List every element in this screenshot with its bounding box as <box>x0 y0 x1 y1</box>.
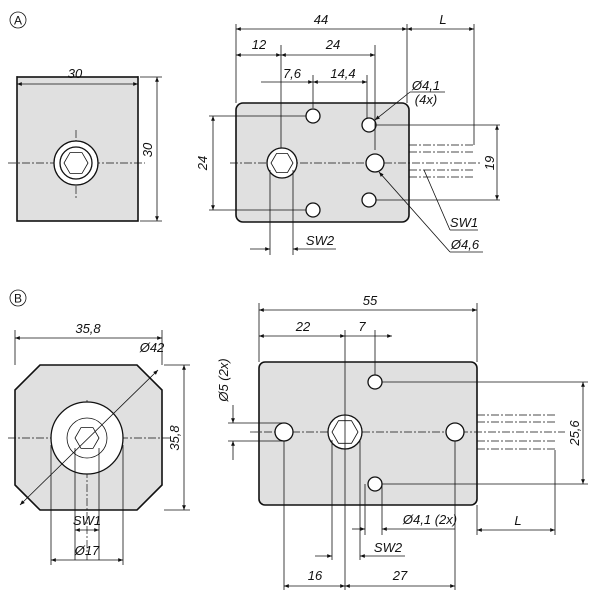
svg-text:B: B <box>14 292 22 306</box>
svg-text:A: A <box>14 14 22 28</box>
variant-a-label: A <box>9 11 27 29</box>
dim-22: 22 <box>295 319 311 334</box>
dim-35-8-height: 35,8 <box>167 425 182 451</box>
bore-dia-4-6: Ø4,6 <box>450 237 480 252</box>
variant-b-side-view: 55 22 7 Ø5 (2x) 25,6 Ø4,1 (2x) L SW2 16 … <box>216 293 588 590</box>
dim-27: 27 <box>392 568 408 583</box>
variant-b-label: B <box>9 289 27 307</box>
dim-diagonal-42: Ø42 <box>139 340 165 355</box>
dim-19: 19 <box>482 156 497 170</box>
label-sw1: SW1 <box>73 513 101 528</box>
hex-socket-icon <box>331 420 359 444</box>
hole-dia-4-1: Ø4,1 <box>411 78 440 93</box>
dim-width: 30 <box>68 66 83 81</box>
hole-dia-4-1-2x: Ø4,1 (2x) <box>402 512 457 527</box>
label-sw1: SW1 <box>450 215 478 230</box>
variant-b-front-view: 35,8 35,8 Ø42 SW1 Ø17 <box>8 321 190 565</box>
dim-L: L <box>514 513 521 528</box>
dim-24-vertical: 24 <box>195 156 210 171</box>
variant-a-side-view: 44 L 12 24 7,6 14,4 24 19 Ø4,1 (4x) SW1 … <box>195 12 500 255</box>
dim-L: L <box>439 12 446 27</box>
variant-a-front-view: 30 30 <box>8 66 162 222</box>
label-sw2: SW2 <box>306 233 335 248</box>
dim-16: 16 <box>308 568 323 583</box>
dim-25-6: 25,6 <box>567 420 582 447</box>
dim-55: 55 <box>363 293 378 308</box>
hole-dia-5-2x: Ø5 (2x) <box>216 358 231 402</box>
dim-24-horizontal: 24 <box>325 37 340 52</box>
hex-socket-icon <box>63 152 89 174</box>
hex-socket-icon <box>270 153 294 173</box>
dim-7: 7 <box>358 319 366 334</box>
dim-44: 44 <box>314 12 328 27</box>
dim-height: 30 <box>140 142 155 157</box>
dim-7-6: 7,6 <box>283 66 302 81</box>
dim-35-8-width: 35,8 <box>75 321 101 336</box>
hole-count-4x: (4x) <box>415 92 437 107</box>
bore-dia-17: Ø17 <box>74 543 100 558</box>
dim-12: 12 <box>252 37 267 52</box>
label-sw2: SW2 <box>374 540 403 555</box>
dim-14-4: 14,4 <box>330 66 355 81</box>
